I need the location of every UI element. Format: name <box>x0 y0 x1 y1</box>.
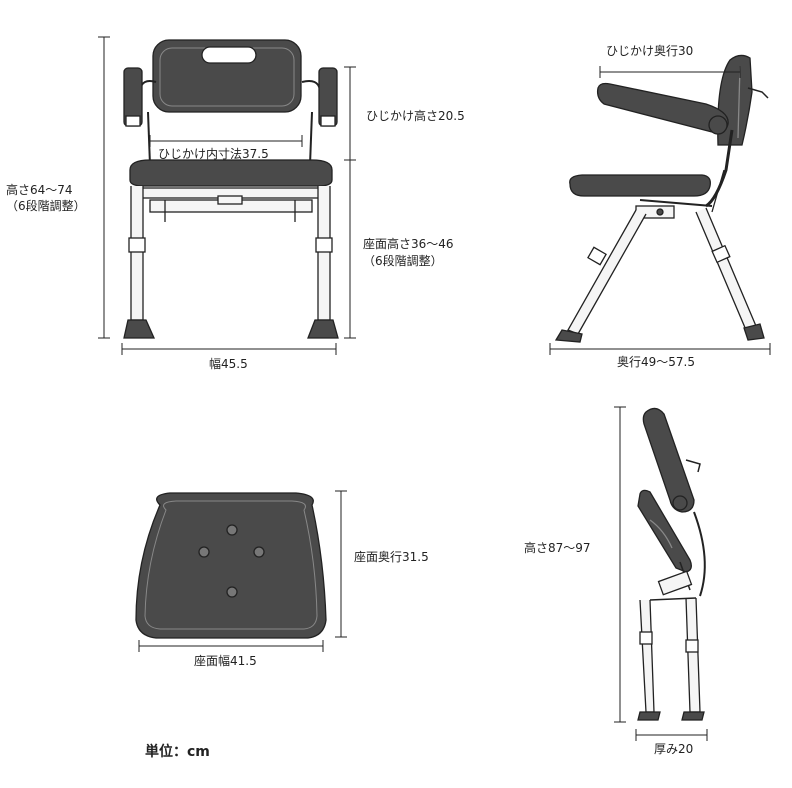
side-seat <box>569 174 711 197</box>
side-leg-rear <box>695 207 757 331</box>
front-height-note: （6段階調整） <box>6 199 86 213</box>
armrest-inner-width-label: ひじかけ内寸法37.5 <box>158 147 269 161</box>
seat-drain-holes <box>198 524 265 598</box>
front-leg-left <box>130 186 144 321</box>
side-foot-front <box>554 329 583 343</box>
armrest-depth-label: ひじかけ奥行30 <box>606 44 694 58</box>
folded-foot-front <box>637 711 661 721</box>
seat-width-label: 座面幅41.5 <box>194 654 257 668</box>
front-leg-right <box>317 186 331 321</box>
folded-leg-front <box>639 599 655 713</box>
side-foot-rear <box>743 323 765 341</box>
side-dimensions <box>549 66 771 355</box>
front-back-frame-right <box>301 80 321 100</box>
seat-dimensions <box>138 490 347 652</box>
seat-height-note: （6段階調整） <box>363 254 443 268</box>
front-height-label: 高さ64～74 <box>6 183 73 197</box>
seat-top-view <box>135 492 327 639</box>
seat-top-inner <box>144 500 318 630</box>
front-seat <box>129 159 333 187</box>
front-dimensions <box>98 36 356 355</box>
folded-leg-rear <box>685 597 701 713</box>
side-leg-front <box>567 209 647 335</box>
seat-height-label: 座面高さ36～46 <box>363 237 454 251</box>
folded-foot-rear <box>681 711 705 721</box>
front-backrest-handle <box>201 46 257 64</box>
folded-thickness-label: 厚み20 <box>654 742 694 756</box>
side-armrest <box>596 82 729 133</box>
front-backrest <box>152 39 302 113</box>
width-label: 幅45.5 <box>209 357 248 371</box>
front-foot-right <box>307 319 339 339</box>
seat-depth-label: 座面奥行31.5 <box>354 550 429 564</box>
folded-height-label: 高さ87～97 <box>524 541 591 555</box>
side-armrest-pivot <box>708 115 728 135</box>
front-view <box>123 39 339 339</box>
unit-label: 単位：cm <box>145 744 210 760</box>
depth-label: 奥行49～57.5 <box>617 355 695 369</box>
seat-top-outline <box>135 492 327 639</box>
folded-backrest <box>642 407 695 513</box>
folded-dimensions <box>614 406 708 741</box>
front-foot-left <box>123 319 156 339</box>
folded-view <box>637 407 706 721</box>
side-view <box>554 54 769 343</box>
armrest-height-label: ひじかけ高さ20.5 <box>366 109 465 123</box>
